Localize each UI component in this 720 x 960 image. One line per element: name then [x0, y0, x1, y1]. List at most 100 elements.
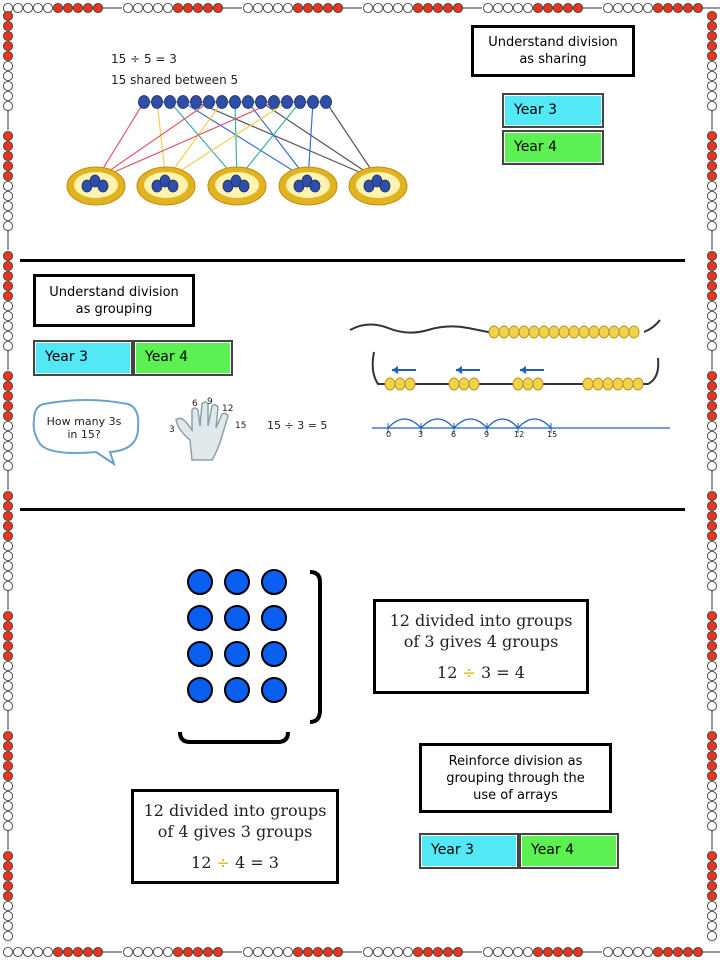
border-bead	[2, 550, 14, 562]
border-bead	[492, 2, 504, 14]
array-box-groups-of-3: 12 divided into groups of 3 gives 4 grou…	[373, 599, 589, 694]
grouping-year-3-badge: Year 3	[33, 340, 133, 376]
string-2-bead	[448, 377, 460, 391]
border-bead	[2, 750, 14, 762]
border-bead	[2, 170, 14, 182]
border-bead	[2, 610, 14, 622]
border-bead	[642, 2, 654, 14]
border-bead	[2, 340, 14, 352]
border-bead	[706, 330, 718, 342]
border-bead	[642, 946, 654, 958]
array-dot	[187, 605, 213, 631]
border-bead	[572, 946, 584, 958]
border-bead	[602, 2, 614, 14]
border-bead	[612, 2, 624, 14]
border-bead	[2, 460, 14, 472]
border-bead	[32, 2, 44, 14]
border-bead	[262, 946, 274, 958]
border-bead	[706, 580, 718, 592]
border-bead	[682, 2, 694, 14]
border-bead	[2, 220, 14, 232]
border-bead	[512, 2, 524, 14]
border-bead	[706, 920, 718, 932]
string-2-bead	[468, 377, 480, 391]
sharing-line	[165, 101, 223, 181]
string-1-bead	[568, 325, 580, 339]
border-bead	[72, 2, 84, 14]
border-bead	[706, 320, 718, 332]
border-bead	[372, 2, 384, 14]
sharing-bead	[164, 95, 176, 109]
border-bead	[522, 2, 534, 14]
border-bead	[2, 250, 14, 262]
border-bead	[122, 946, 134, 958]
border-bead	[292, 946, 304, 958]
sharing-line	[169, 101, 238, 181]
border-bead	[706, 50, 718, 62]
border-bead	[2, 920, 14, 932]
sharing-title-line-2: as sharing	[519, 52, 587, 67]
border-bead	[706, 790, 718, 802]
border-bead	[706, 460, 718, 472]
border-bead	[562, 946, 574, 958]
array-dot	[224, 605, 250, 631]
border-bead	[262, 2, 274, 14]
border-bead	[2, 420, 14, 432]
border-bead	[706, 630, 718, 642]
border-bead	[362, 946, 374, 958]
border-bead	[2, 330, 14, 342]
border-bead	[2, 370, 14, 382]
border-bead	[2, 570, 14, 582]
number-line-jump	[517, 418, 552, 429]
sharing-line	[165, 101, 288, 181]
string-2-bead	[632, 377, 644, 391]
string-2-bead	[384, 377, 396, 391]
border-bead	[2, 490, 14, 502]
nl-label-12: 12	[514, 430, 525, 439]
arrow-head-icon	[456, 366, 462, 374]
divider-2	[20, 508, 685, 511]
border-bead	[2, 130, 14, 142]
border-bead	[532, 2, 544, 14]
arrays-year-3-badge: Year 3	[419, 833, 519, 869]
border-bead	[2, 210, 14, 222]
sharing-line	[182, 101, 309, 181]
nl-label-15: 15	[547, 430, 558, 439]
border-bead	[282, 946, 294, 958]
border-bead	[392, 2, 404, 14]
border-bead	[706, 20, 718, 32]
border-bead	[412, 2, 424, 14]
border-bead	[242, 946, 254, 958]
border-bead	[2, 180, 14, 192]
number-line-jump	[453, 418, 488, 429]
array-dot	[261, 677, 287, 703]
arrow-head-icon	[392, 366, 398, 374]
border-bead	[532, 946, 544, 958]
border-bead	[2, 390, 14, 402]
string-2-bead	[458, 377, 470, 391]
border-bead	[2, 150, 14, 162]
border-bead	[2, 270, 14, 282]
string-2-bead	[592, 377, 604, 391]
sharing-bead	[255, 95, 267, 109]
border-bead	[706, 490, 718, 502]
border-bead	[2, 770, 14, 782]
border-bead	[706, 410, 718, 422]
border-bead	[632, 2, 644, 14]
string-1-bead	[598, 325, 610, 339]
border-bead	[706, 810, 718, 822]
border-bead	[2, 900, 14, 912]
hand-number-9: 9	[207, 397, 213, 407]
grouping-year-4-badge: Year 4	[133, 340, 233, 376]
border-bead	[2, 140, 14, 152]
border-bead	[2, 930, 14, 942]
hand-number-12: 12	[222, 404, 234, 414]
border-bead	[706, 620, 718, 632]
border-bead	[2, 290, 14, 302]
border-bead	[42, 946, 54, 958]
border-bead	[272, 946, 284, 958]
border-bead	[706, 90, 718, 102]
array-left-eq-right: 4 = 3	[235, 853, 279, 872]
reinforce-line-1: Reinforce division as	[448, 753, 583, 769]
grouping-title-line-2: as grouping	[75, 301, 153, 317]
